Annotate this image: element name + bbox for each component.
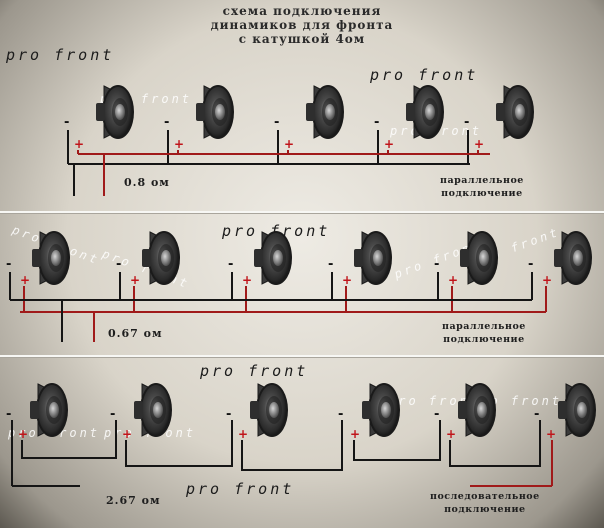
speaker-icon <box>254 231 292 285</box>
plus-terminal-label: + <box>130 273 140 287</box>
plus-terminal-label: + <box>474 137 484 151</box>
minus-terminal-label: - <box>434 257 439 272</box>
plus-terminal-label: + <box>242 273 252 287</box>
speaker-icon <box>32 231 70 285</box>
series-link-wire <box>21 420 117 459</box>
resistance-label-parallel-6: 0.67 ом <box>108 327 163 340</box>
minus-terminal-label: - <box>164 115 169 130</box>
minus-terminal-label: - <box>328 257 333 272</box>
plus-terminal-label: + <box>174 137 184 151</box>
minus-terminal-label: - <box>338 407 343 422</box>
caption-line: подключение <box>443 334 525 345</box>
speaker-icon <box>554 231 592 285</box>
series-link-wire <box>241 420 343 471</box>
minus-terminal-label: - <box>116 257 121 272</box>
section-separator <box>0 355 604 357</box>
connection-caption-2: параллельное подключение <box>442 320 526 346</box>
plus-terminal-label: + <box>238 427 248 441</box>
plus-terminal-label: + <box>542 273 552 287</box>
watermark: pro front <box>200 362 309 380</box>
caption-line: параллельное <box>442 321 526 332</box>
plus-terminal-label: + <box>74 137 84 151</box>
watermark: pro front <box>370 66 479 84</box>
speaker-icon <box>142 231 180 285</box>
speaker-icon <box>196 85 234 139</box>
watermark: pro front <box>6 46 115 64</box>
connection-caption-3: последовательное подключение <box>430 490 540 516</box>
watermark: pro front <box>222 222 331 240</box>
title-line-1: схема подключения <box>222 4 382 18</box>
caption-line: параллельное <box>440 175 524 186</box>
series-link-wire <box>125 420 233 467</box>
minus-terminal-label: - <box>464 115 469 130</box>
minus-terminal-label: - <box>6 257 11 272</box>
caption-line: подключение <box>441 188 523 199</box>
series-link-wire <box>449 420 541 467</box>
plus-terminal-label: + <box>284 137 294 151</box>
speaker-icon <box>558 383 596 437</box>
watermark: pro front <box>186 480 295 498</box>
minus-terminal-label: - <box>534 407 539 422</box>
title-line-2: динамиков для фронта <box>210 18 394 32</box>
plus-terminal-label: + <box>448 273 458 287</box>
minus-terminal-label: - <box>226 407 231 422</box>
section-separator <box>0 211 604 213</box>
resistance-label-parallel-5: 0.8 ом <box>124 176 170 189</box>
minus-terminal-label: - <box>434 407 439 422</box>
speaker-icon <box>458 383 496 437</box>
speaker-icon <box>362 383 400 437</box>
speaker-icon <box>496 85 534 139</box>
series-link-wire <box>353 420 441 461</box>
plus-terminal-label: + <box>342 273 352 287</box>
plus-terminal-label: + <box>18 427 28 441</box>
minus-terminal-label: - <box>64 115 69 130</box>
plus-terminal-label: + <box>350 427 360 441</box>
minus-terminal-label: - <box>528 257 533 272</box>
speaker-icon <box>96 85 134 139</box>
speaker-icon <box>306 85 344 139</box>
minus-terminal-label: - <box>228 257 233 272</box>
resistance-label-series: 2.67 ом <box>106 494 161 507</box>
plus-terminal-label: + <box>384 137 394 151</box>
caption-line: последовательное <box>430 491 540 502</box>
minus-terminal-label: - <box>374 115 379 130</box>
speaker-icon <box>460 231 498 285</box>
plus-terminal-label: + <box>20 273 30 287</box>
diagram-title: схема подключения динамиков для фронта с… <box>0 4 604 46</box>
speaker-icon <box>354 231 392 285</box>
minus-terminal-label: - <box>6 407 11 422</box>
title-line-3: с катушкой 4ом <box>238 32 366 46</box>
minus-terminal-label: - <box>110 407 115 422</box>
connection-caption-1: параллельное подключение <box>440 174 524 200</box>
plus-terminal-label: + <box>546 427 556 441</box>
plus-terminal-label: + <box>122 427 132 441</box>
speaker-icon <box>30 383 68 437</box>
watermark: pro front <box>388 394 481 408</box>
plus-terminal-label: + <box>446 427 456 441</box>
caption-line: подключение <box>444 504 526 515</box>
minus-terminal-label: - <box>274 115 279 130</box>
speaker-icon <box>250 383 288 437</box>
speaker-icon <box>406 85 444 139</box>
speaker-icon <box>134 383 172 437</box>
